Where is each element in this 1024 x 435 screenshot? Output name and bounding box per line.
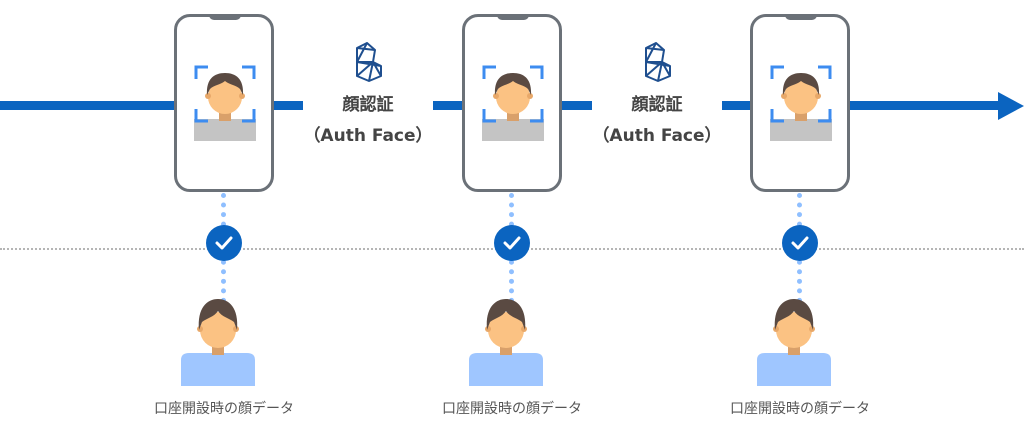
phone-notch: [785, 14, 817, 20]
phone-notch: [209, 14, 241, 20]
check-circle-icon: [494, 225, 530, 261]
person-icon: [469, 299, 543, 386]
arrow-head-icon: [998, 92, 1024, 120]
smartphone: [462, 14, 562, 192]
auth-title: 顔認証: [631, 95, 683, 115]
auth-subtitle: （Auth Face）: [592, 126, 722, 146]
auth-subtitle: （Auth Face）: [303, 126, 433, 146]
face-scan-icon: [194, 65, 256, 141]
auth-title: 顔認証: [342, 95, 394, 115]
check-circle-icon: [782, 225, 818, 261]
face-scan-icon: [770, 65, 832, 141]
auth-face-logo-icon: [356, 42, 382, 82]
auth-face-logo-icon: [645, 42, 671, 82]
smartphone: [174, 14, 274, 192]
registered-caption: 口座開設時の顔データ: [730, 401, 870, 417]
person-icon: [757, 299, 831, 386]
registered-caption: 口座開設時の顔データ: [154, 401, 294, 417]
registered-caption: 口座開設時の顔データ: [442, 401, 582, 417]
person-icon: [181, 299, 255, 386]
auth-step: 顔認証 （Auth Face）: [303, 42, 433, 146]
smartphone: [750, 14, 850, 192]
check-circle-icon: [206, 225, 242, 261]
face-scan-icon: [482, 65, 544, 141]
phone-notch: [497, 14, 529, 20]
auth-step: 顔認証 （Auth Face）: [592, 42, 722, 146]
